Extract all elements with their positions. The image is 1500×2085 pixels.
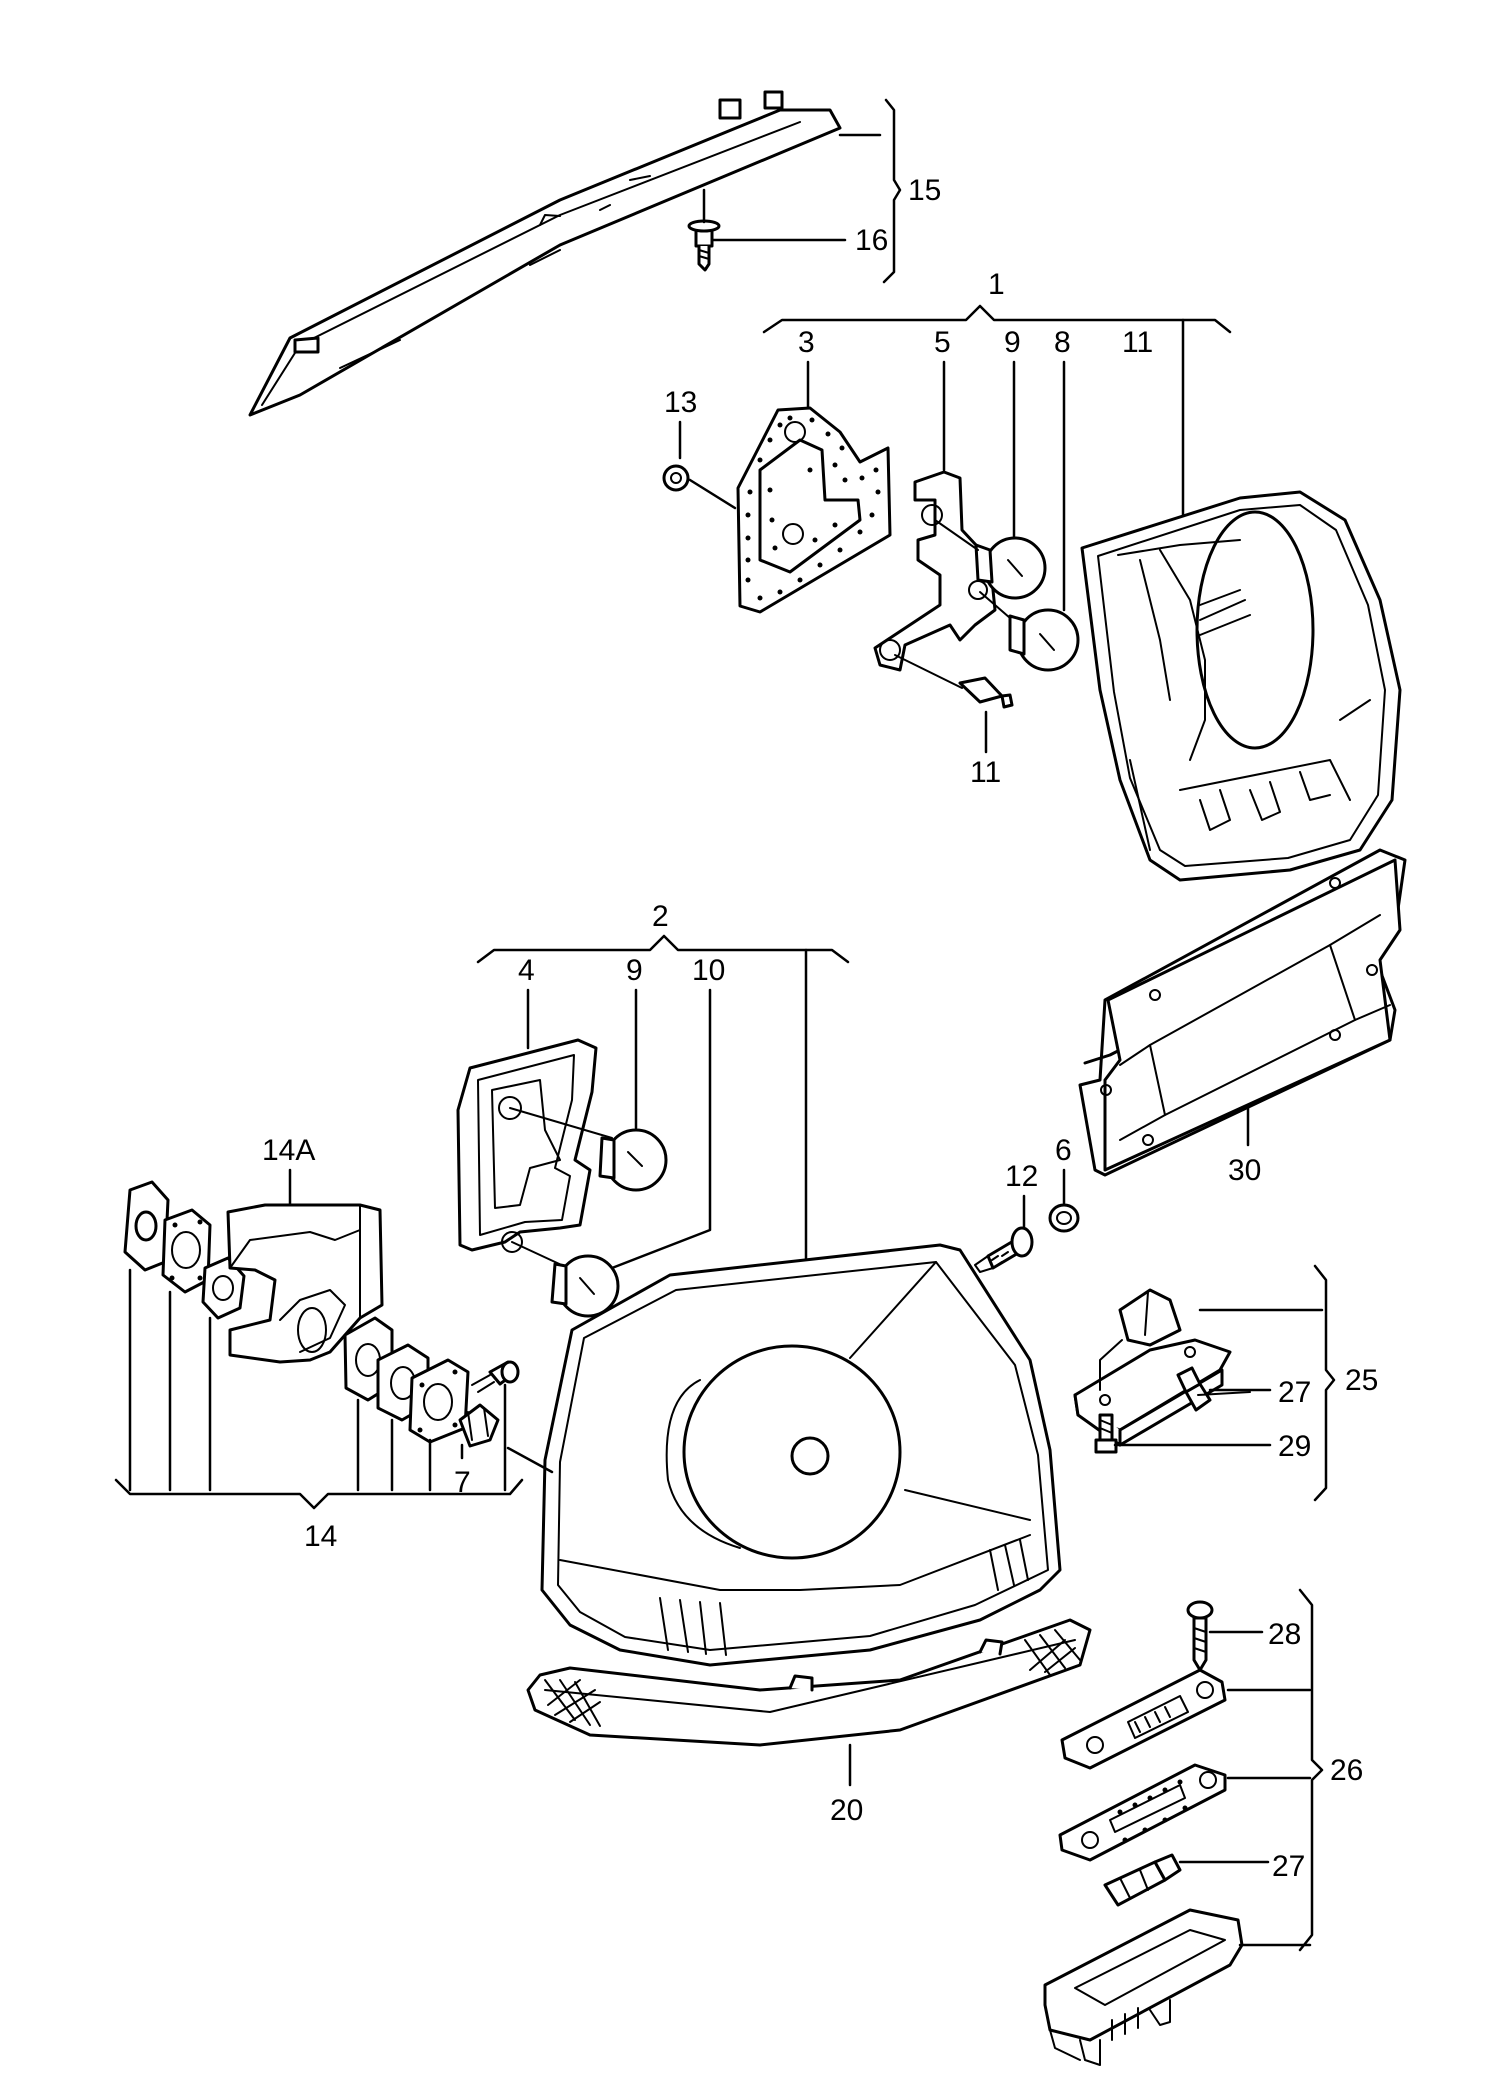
label-20: 20 bbox=[830, 1794, 863, 1827]
grommet-6[interactable] bbox=[1048, 1203, 1080, 1233]
bulb-8-tail[interactable] bbox=[979, 591, 1080, 672]
label-14: 14 bbox=[304, 1520, 337, 1553]
label-4: 4 bbox=[518, 954, 535, 987]
gasket-3[interactable] bbox=[736, 406, 892, 614]
license-light-25[interactable] bbox=[1073, 1288, 1232, 1447]
label-6: 6 bbox=[1055, 1134, 1072, 1167]
label-29: 29 bbox=[1278, 1430, 1311, 1463]
screw-28[interactable] bbox=[1186, 1600, 1214, 1672]
high-mount-brake-light[interactable] bbox=[248, 90, 842, 417]
label-16: 16 bbox=[855, 224, 888, 257]
label-13: 13 bbox=[664, 386, 697, 419]
screw-16[interactable] bbox=[687, 219, 721, 272]
bulb-9-tail[interactable] bbox=[934, 519, 1047, 600]
bracket-14a[interactable] bbox=[226, 1203, 384, 1364]
bulb-27-lower[interactable] bbox=[1103, 1853, 1182, 1907]
label-7: 7 bbox=[454, 1466, 471, 1499]
retainer-13[interactable] bbox=[662, 464, 690, 492]
label-12: 12 bbox=[1005, 1160, 1038, 1193]
tail-light-housing[interactable] bbox=[1080, 490, 1402, 882]
screw-29[interactable] bbox=[1094, 1413, 1118, 1454]
label-1: 1 bbox=[988, 268, 1005, 301]
label-27-top: 27 bbox=[1278, 1376, 1311, 1409]
label-11: 11 bbox=[1122, 326, 1153, 359]
label-9: 9 bbox=[1004, 326, 1021, 359]
screw-12[interactable] bbox=[974, 1226, 1034, 1273]
bulb-9-front[interactable] bbox=[598, 1128, 668, 1192]
label-8: 8 bbox=[1054, 326, 1071, 359]
label-27-lower: 27 bbox=[1272, 1850, 1305, 1883]
label-28: 28 bbox=[1268, 1618, 1301, 1651]
gasket-14-outer[interactable] bbox=[123, 1180, 170, 1272]
bulb-holder-4[interactable] bbox=[456, 1038, 613, 1269]
bulb-10-front[interactable] bbox=[550, 1254, 620, 1318]
label-5: 5 bbox=[934, 326, 951, 359]
headlight-housing[interactable] bbox=[540, 1243, 1062, 1667]
label-15: 15 bbox=[908, 174, 941, 207]
label-2: 2 bbox=[652, 900, 669, 933]
bulb-27-license[interactable] bbox=[1176, 1366, 1251, 1412]
gasket-14-inner[interactable] bbox=[201, 1256, 246, 1320]
label-25: 25 bbox=[1345, 1364, 1378, 1397]
screw-14[interactable] bbox=[471, 1360, 520, 1393]
label-14a: 14A bbox=[262, 1134, 315, 1167]
label-30: 30 bbox=[1228, 1154, 1261, 1187]
bulb-socket-7[interactable] bbox=[458, 1403, 500, 1448]
lens-26[interactable] bbox=[1060, 1668, 1227, 1770]
mounting-plate-30[interactable] bbox=[1078, 848, 1407, 1177]
label-26: 26 bbox=[1330, 1754, 1363, 1787]
bulb-11-small[interactable] bbox=[894, 654, 1014, 709]
label-10: 10 bbox=[692, 954, 725, 987]
reflector-strip-20[interactable] bbox=[526, 1618, 1092, 1747]
label-9-front: 9 bbox=[626, 954, 643, 987]
label-3: 3 bbox=[798, 326, 815, 359]
label-11-bulb: 11 bbox=[970, 756, 1001, 789]
gasket-26[interactable] bbox=[1058, 1763, 1227, 1862]
housing-26[interactable] bbox=[1043, 1908, 1244, 2066]
